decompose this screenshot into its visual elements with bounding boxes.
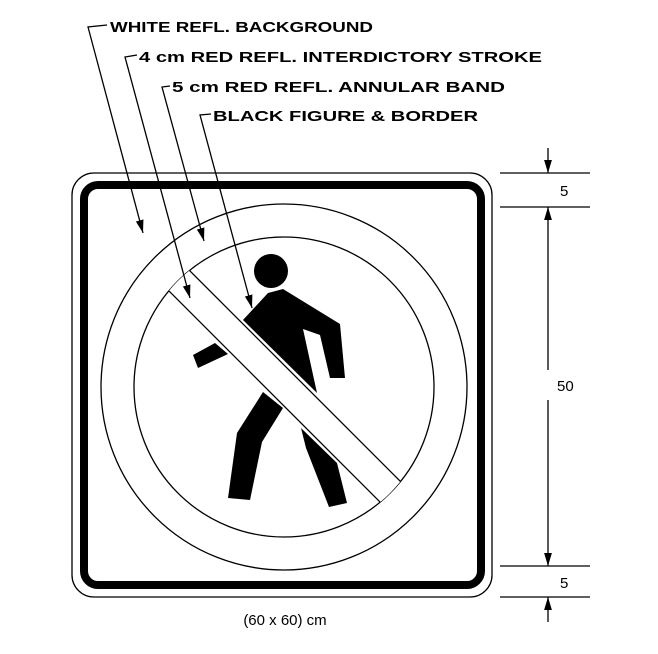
leader-band <box>161 85 205 242</box>
leader-figure <box>199 113 253 309</box>
dimension-middle: 50 <box>557 378 574 395</box>
dimension-top-border: 5 <box>560 183 568 200</box>
figure-head <box>254 254 288 288</box>
pedestrian-figure <box>193 254 347 507</box>
figure-torso <box>243 289 345 393</box>
leader-background <box>87 24 144 234</box>
figure-right-leg <box>301 428 347 507</box>
figure-left-leg <box>228 392 283 500</box>
leader-stroke <box>124 54 191 299</box>
label-black-figure: BLACK FIGURE & BORDER <box>213 108 478 125</box>
sign-plate <box>71 172 493 598</box>
interdictory-stroke <box>134 237 434 537</box>
label-interdictory-stroke: 4 cm RED REFL. INTERDICTORY STROKE <box>139 49 542 66</box>
dimension-bottom-border: 5 <box>560 575 568 592</box>
annular-band-inner <box>133 236 435 538</box>
black-border <box>80 181 485 589</box>
sign-outer-edge <box>71 172 493 598</box>
figure-arm <box>193 343 228 368</box>
label-white-background: WHITE REFL. BACKGROUND <box>110 19 373 36</box>
annular-band-outer <box>100 203 468 571</box>
leader-lines <box>87 24 253 309</box>
dimension-overall: (60 x 60) cm <box>243 612 326 629</box>
label-annular-band: 5 cm RED REFL. ANNULAR BAND <box>172 79 505 96</box>
dimension-lines <box>500 148 590 622</box>
